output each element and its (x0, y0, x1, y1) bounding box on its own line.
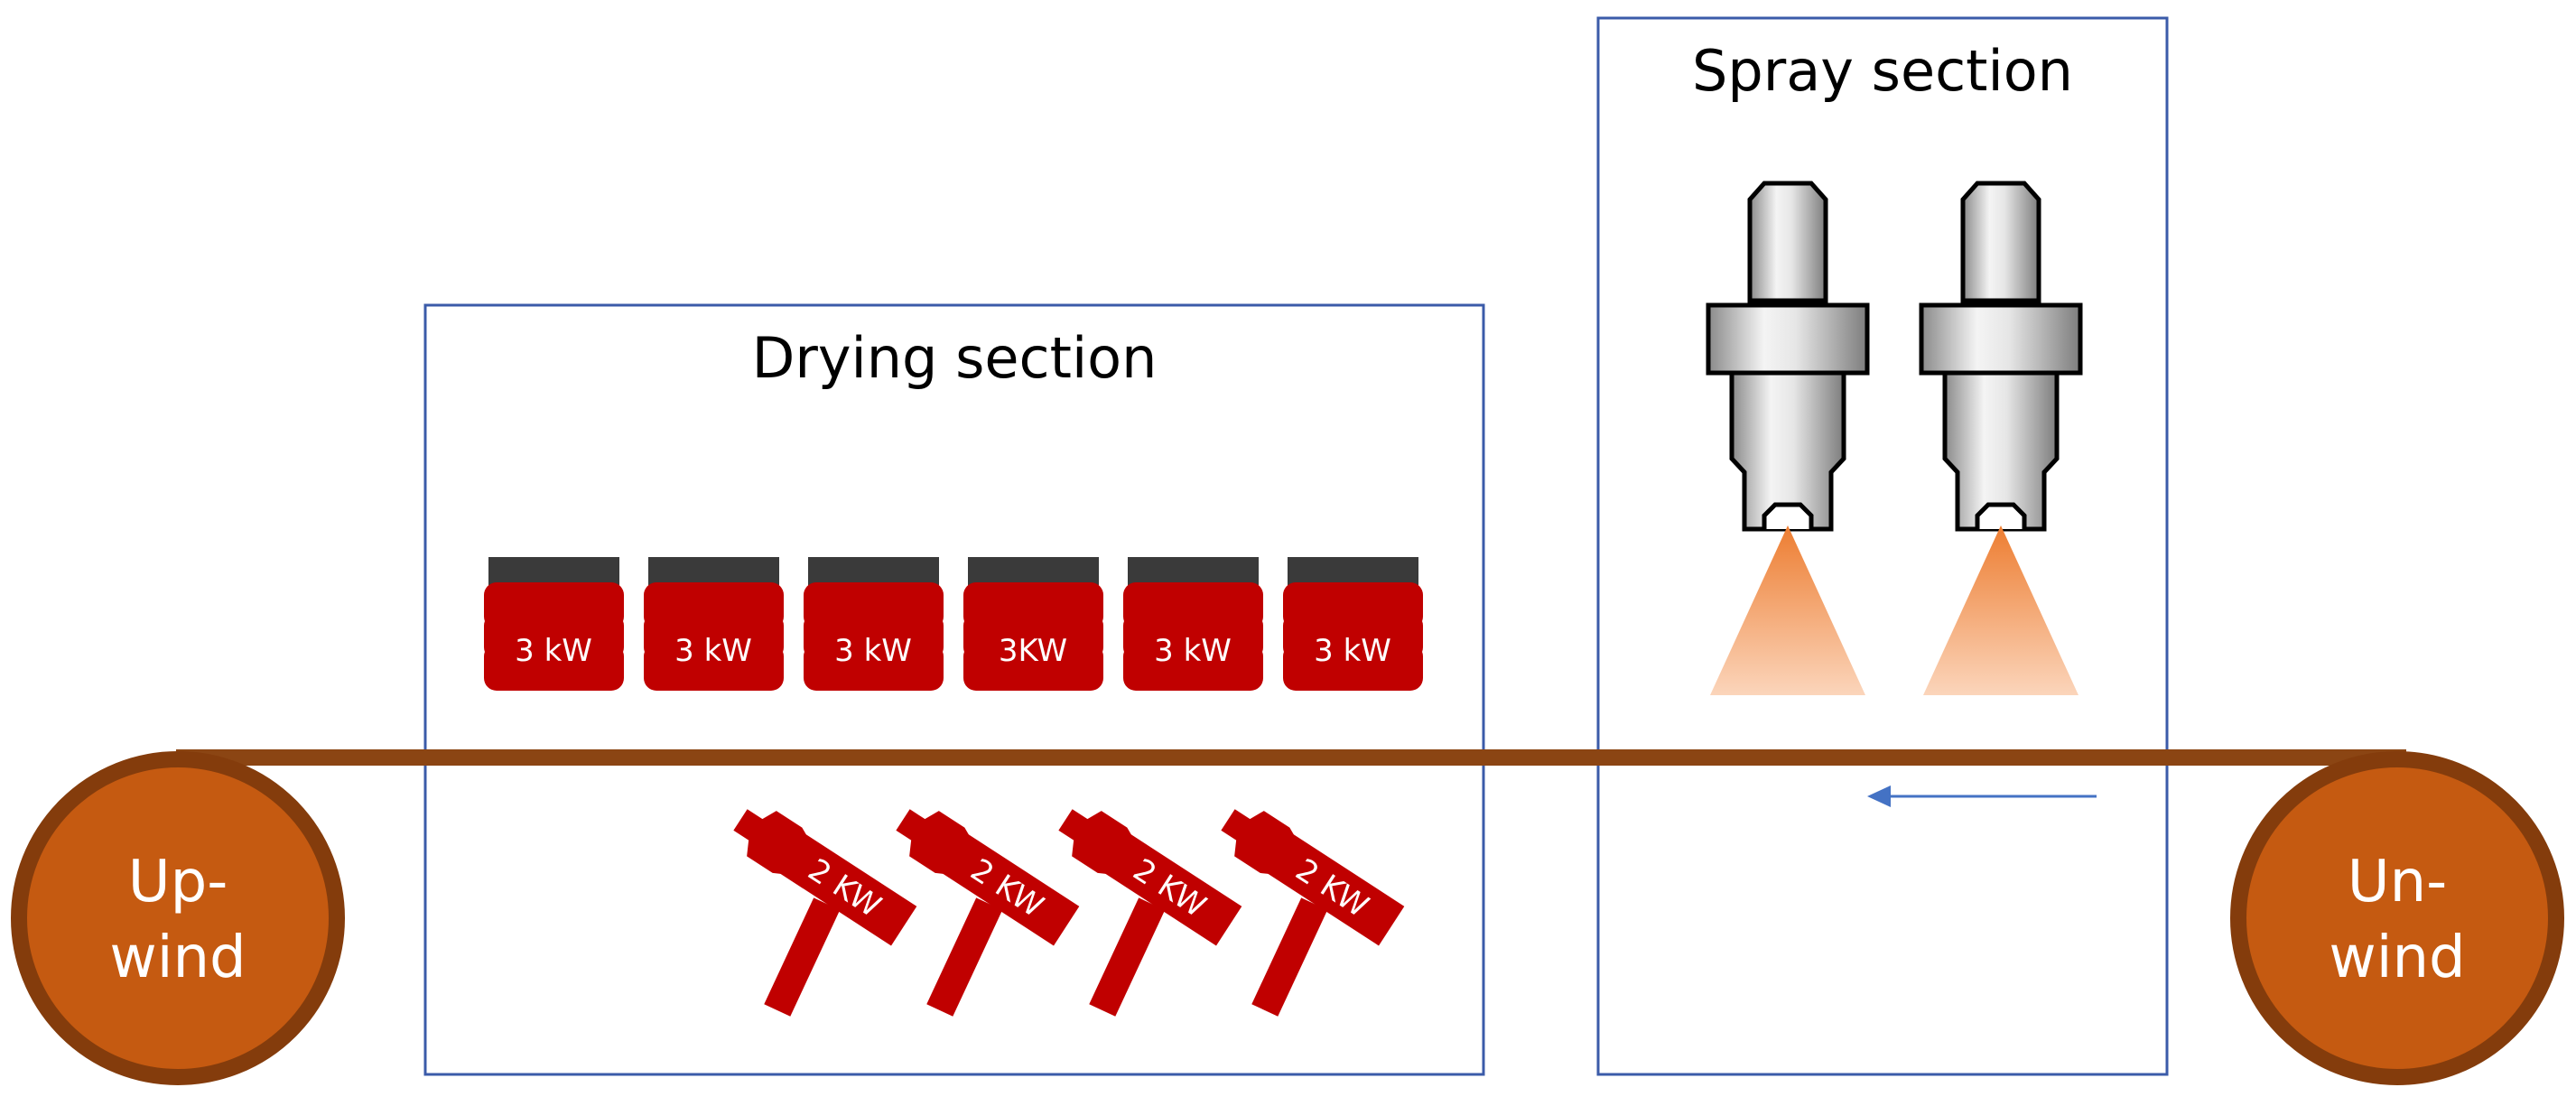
spray-cone-2 (1923, 525, 2078, 695)
spray-section-title: Spray section (1692, 38, 2073, 104)
heater-1-label: 3 kW (515, 633, 592, 669)
unwind-roller: Un- wind (2230, 751, 2564, 1085)
spray-cone-1 (1710, 525, 1865, 695)
arrow-left-icon (1867, 785, 2097, 807)
heater-6-label: 3 kW (1314, 633, 1391, 669)
top-heaters: 3 kW 3 kW 3 kW 3KW 3 kW 3 kW (484, 557, 1423, 691)
unwind-roller-label-1: Un- (2348, 849, 2448, 915)
heater-6: 3 kW (1283, 557, 1423, 691)
drying-section: Drying section (423, 303, 1485, 1076)
upwind-roller: Up- wind (11, 751, 345, 1085)
upwind-roller-label-1: Up- (128, 849, 228, 915)
heater-1: 3 kW (484, 557, 624, 691)
unwind-roller-label-2: wind (2329, 925, 2465, 991)
heater-3: 3 kW (804, 557, 944, 691)
spray-nozzle-2 (1921, 183, 2080, 529)
hot-air-gun-1: 2 KW (663, 796, 919, 1046)
heater-4-label: 3KW (999, 633, 1067, 669)
heater-3-label: 3 kW (834, 633, 912, 669)
drying-section-title: Drying section (752, 325, 1158, 391)
spray-section: Spray section (1596, 16, 2169, 1076)
heater-2: 3 kW (644, 557, 784, 691)
hot-air-guns: 2 KW 2 KW 2 KW 2 KW (663, 796, 1407, 1046)
heater-5: 3 kW (1123, 557, 1263, 691)
spray-nozzles (1708, 183, 2080, 695)
upwind-roller-label-2: wind (109, 925, 246, 991)
heater-2-label: 3 kW (674, 633, 752, 669)
heater-4: 3KW (963, 557, 1103, 691)
heater-5-label: 3 kW (1154, 633, 1232, 669)
web-line (176, 749, 2406, 766)
spray-nozzle-1 (1708, 183, 1867, 529)
